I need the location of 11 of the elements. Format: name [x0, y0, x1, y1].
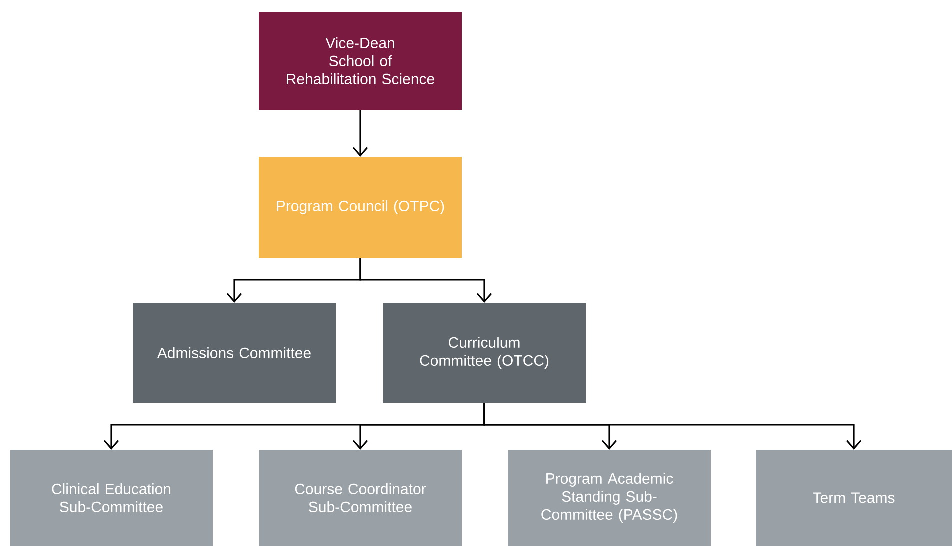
arrow [484, 403, 862, 450]
org-box: Course Coordinator Sub-Committee [259, 450, 462, 546]
arrow [352, 110, 368, 157]
org-box: Vice-Dean School of Rehabilitation Science [259, 12, 462, 110]
org-box: Admissions Committee [133, 303, 336, 403]
org-box: Program Council (OTPC) [259, 157, 462, 258]
org-box: Curriculum Committee (OTCC) [383, 303, 586, 403]
org-box: Term Teams [756, 450, 952, 546]
org-box: Clinical Education Sub-Committee [10, 450, 213, 546]
arrow [360, 258, 492, 303]
org-box: Program Academic Standing Sub-Committee (PASSC) [508, 450, 711, 546]
